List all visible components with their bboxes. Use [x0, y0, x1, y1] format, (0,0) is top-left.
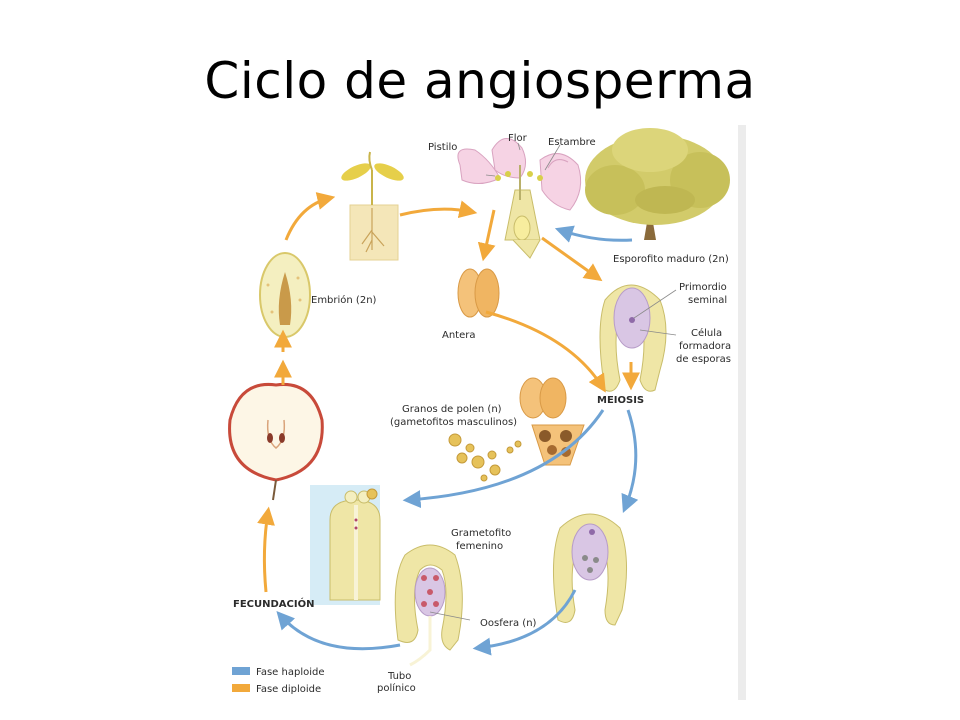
label-celula-formadora: formadora — [679, 341, 731, 352]
label-gametofito: Grametofito — [451, 528, 511, 539]
label-primordio: Primordio — [679, 282, 727, 293]
label-flor: Flor — [508, 133, 528, 144]
label-celula-esporas: de esporas — [676, 354, 731, 365]
label-granos-polen: Granos de polen (n) — [402, 404, 502, 415]
label-pistilo: Pistilo — [428, 142, 457, 153]
label-embrion: Embrión (2n) — [311, 294, 377, 306]
label-primordio-seminal: seminal — [688, 295, 727, 306]
label-antera: Antera — [442, 330, 476, 341]
female-gametophyte-illustration — [394, 544, 471, 667]
seedling-illustration — [341, 151, 404, 261]
scan-edge — [738, 125, 746, 700]
slide-title: Ciclo de angiosperma — [204, 52, 756, 110]
label-gametofitos-masculinos: (gametofitos masculinos) — [390, 417, 517, 428]
label-esporofito-maduro: Esporofito maduro (2n) — [613, 254, 729, 265]
legend-label-haploide: Fase haploide — [256, 667, 325, 678]
flower-illustration — [457, 138, 582, 259]
legend-swatch-diploide — [232, 684, 250, 692]
pollen-grains-illustration — [448, 433, 522, 482]
label-meiosis: MEIOSIS — [597, 395, 644, 406]
legend-swatch-haploide — [232, 667, 250, 675]
apple-fruit-illustration — [228, 382, 324, 501]
legend: Fase haploide Fase diploide — [232, 667, 325, 695]
label-tubo: Tubo — [387, 671, 411, 682]
label-gametofito-femenino: femenino — [456, 541, 503, 552]
ovule-primordium-illustration — [599, 284, 677, 392]
label-oosfera: Oosfera (n) — [480, 618, 537, 629]
legend-label-diploide: Fase diploide — [256, 684, 321, 695]
tree-illustration — [585, 128, 730, 240]
pollen-tube-inset-illustration — [310, 485, 381, 605]
label-estambre: Estambre — [548, 137, 596, 148]
label-tubo-polinico: polínico — [377, 682, 416, 694]
embryo-seed-illustration — [259, 252, 311, 338]
anther-illustration — [457, 268, 500, 318]
pollen-sac-illustration — [519, 377, 585, 466]
haploid-phase-arrows — [276, 225, 639, 656]
label-celula: Célula — [691, 327, 722, 339]
label-fecundacion: FECUNDACIÓN — [233, 597, 314, 610]
diploid-phase-arrows — [257, 192, 640, 593]
